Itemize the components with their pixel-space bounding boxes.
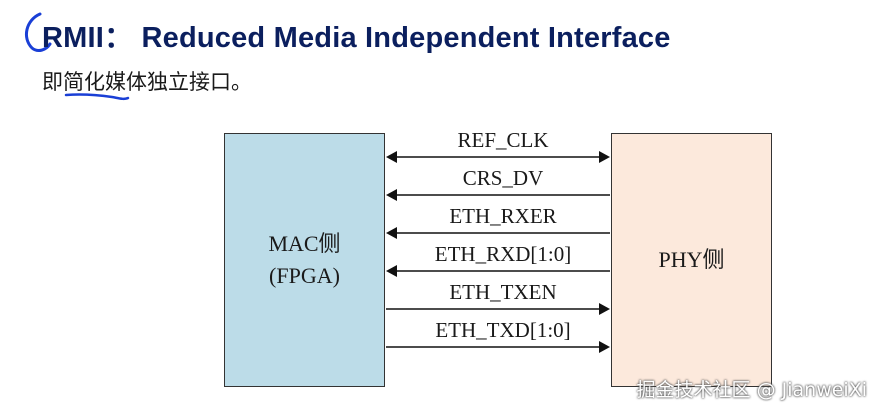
mac-block: MAC侧 (FPGA) bbox=[224, 133, 385, 387]
phy-label: PHY侧 bbox=[658, 247, 725, 272]
phy-block: PHY侧 bbox=[611, 133, 772, 387]
mac-sublabel: (FPGA) bbox=[269, 263, 340, 288]
underline-annotation bbox=[64, 93, 130, 101]
arrowhead-right-ref-clk bbox=[599, 151, 610, 163]
arrowhead-right-eth-txd-1-0 bbox=[599, 341, 610, 353]
arrowhead-left-ref-clk bbox=[386, 151, 397, 163]
arrowhead-left-crs-dv bbox=[386, 189, 397, 201]
signal-label-eth-txd-1-0: ETH_TXD[1:0] bbox=[435, 318, 571, 342]
circle-annotation bbox=[24, 12, 52, 53]
signal-label-crs-dv: CRS_DV bbox=[462, 166, 544, 190]
signal-label-eth-txen: ETH_TXEN bbox=[449, 280, 557, 304]
slide-title: RMII： Reduced Media Independent Interfac… bbox=[42, 22, 671, 54]
mac-label: MAC侧 bbox=[268, 231, 341, 256]
slide-subtitle: 即简化媒体独立接口。 bbox=[42, 70, 252, 94]
arrowhead-left-eth-rxd-1-0 bbox=[386, 265, 397, 277]
watermark: 掘金技术社区 @ JianweiXi bbox=[636, 379, 867, 401]
signal-label-ref-clk: REF_CLK bbox=[457, 128, 549, 152]
signal-label-eth-rxd-1-0: ETH_RXD[1:0] bbox=[434, 242, 572, 266]
arrowhead-right-eth-txen bbox=[599, 303, 610, 315]
arrowhead-left-eth-rxer bbox=[386, 227, 397, 239]
signal-label-eth-rxer: ETH_RXER bbox=[449, 204, 557, 228]
